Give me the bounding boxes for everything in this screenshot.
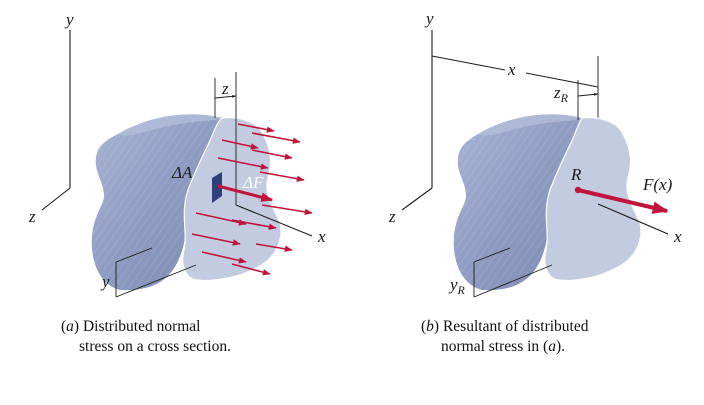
stress-arrow: [195, 212, 247, 226]
stress-arrows: [191, 123, 313, 276]
y-dim-label-a: y: [100, 272, 110, 291]
caption-a-line1: (a) Distributed normal: [61, 318, 201, 335]
delta-a-label: ΔA: [171, 163, 193, 182]
x-axis-b: [597, 203, 669, 235]
y-axis-label-b: y: [424, 9, 434, 28]
z-axis-label-a: z: [28, 207, 36, 226]
stress-arrow: [231, 263, 271, 276]
z-axis-label-b: z: [388, 207, 396, 226]
body-hatch-b: [453, 114, 582, 291]
zr-dim-arrow: [577, 93, 599, 97]
stress-arrow: [255, 243, 293, 252]
caption-b-line1: (b) Resultant of distributed: [421, 318, 589, 335]
x-dim-line-2: [525, 72, 599, 88]
stress-arrow: [231, 219, 277, 230]
body-top-b: [478, 114, 582, 136]
y-dim-ext-a: [115, 247, 153, 263]
cross-section-face-b: [544, 117, 642, 282]
z-axis-a: [41, 187, 71, 211]
area-element-delta-a: [212, 172, 222, 203]
stress-arrow: [251, 132, 301, 144]
x-axis-a: [235, 204, 313, 237]
yr-dim-ext: [473, 247, 511, 263]
stress-arrow: [237, 123, 275, 133]
stress-arrow: [201, 251, 247, 264]
panel-b: y z x zR x R F(x) yR (b) Resultant of di: [388, 9, 682, 355]
z-axis-b: [401, 187, 433, 211]
delta-f-label: ΔF: [242, 173, 264, 192]
body-top-a: [118, 114, 222, 136]
cross-section-face-a: [182, 117, 282, 282]
zr-dim-label: zR: [553, 83, 569, 105]
delta-f-arrow: [217, 184, 274, 202]
yr-dim-base: [473, 264, 553, 298]
y-dim-base-a: [115, 264, 197, 298]
stress-arrow: [261, 204, 313, 216]
stress-arrow: [217, 157, 269, 170]
stress-arrow: [191, 233, 241, 246]
yr-dim-label: yR: [448, 275, 466, 297]
stress-arrow: [221, 139, 259, 150]
z-dim-arrow-a: [214, 95, 237, 99]
resultant-label: R: [570, 165, 582, 184]
resultant-force-arrow: [577, 188, 669, 214]
x-axis-label-b: x: [673, 227, 682, 246]
stress-arrow: [251, 149, 293, 160]
body-hatch-a: [91, 114, 222, 291]
x-dim-label-b: x: [507, 60, 516, 79]
z-dim-label-a: z: [221, 79, 229, 98]
caption-a-line2: stress on a cross section.: [79, 338, 231, 355]
stress-arrow: [259, 171, 305, 182]
x-axis-label-a: x: [317, 227, 326, 246]
panel-a: y z z x ΔA ΔF: [28, 10, 326, 355]
caption-b-line2: normal stress in (a).: [441, 338, 565, 355]
force-label: F(x): [642, 175, 673, 194]
y-axis-label-a: y: [64, 10, 74, 29]
x-dim-line: [431, 55, 506, 71]
